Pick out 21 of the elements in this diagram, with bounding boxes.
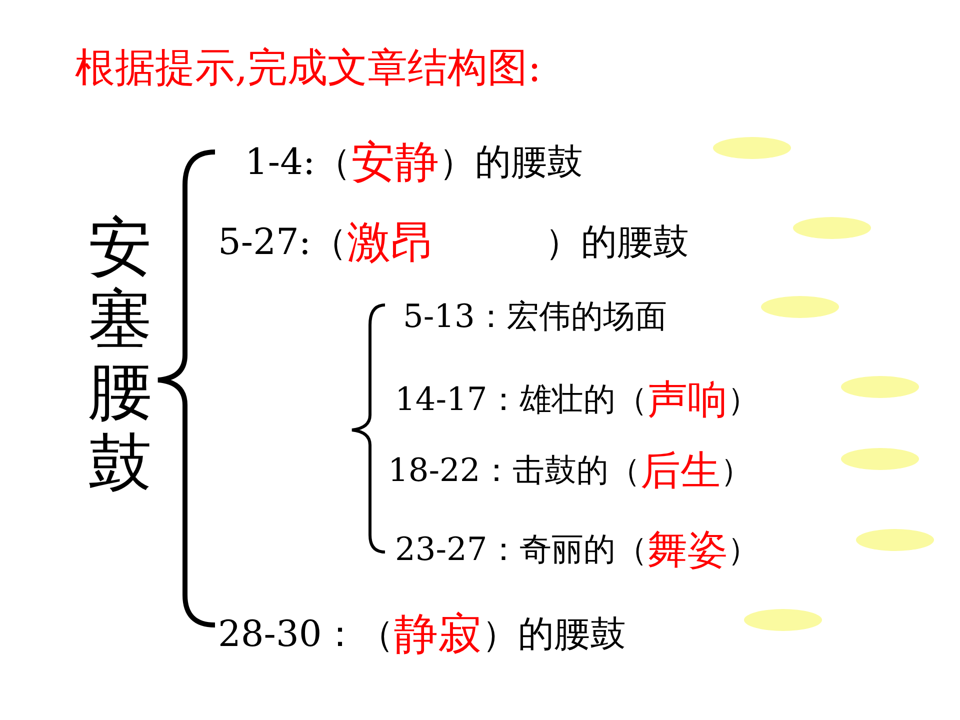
answer-text: 后生 (640, 447, 720, 496)
outline-text: ） (720, 450, 752, 490)
answer-text: 声响 (647, 376, 728, 425)
outline-text: 23-27：奇丽的（ (395, 528, 648, 570)
outline-text: 5-13：宏伟的场面 (403, 296, 667, 337)
outline-text: 5-27:（ (218, 221, 348, 265)
answer-text: 舞姿 (647, 526, 728, 575)
outline-text: 18-22：击鼓的（ (388, 450, 640, 490)
title: 根据提示,完成文章结构图: (75, 44, 542, 93)
heading: 安塞腰鼓 (88, 212, 152, 500)
answer-text: 静寂 (394, 608, 482, 662)
outline-text: ） (727, 378, 760, 420)
outline-text: ）的腰鼓 (439, 141, 584, 185)
outline-text: 14-17：雄壮的（ (395, 378, 648, 420)
outline-text: ）的腰鼓 (545, 221, 690, 265)
outline-text: ） (727, 528, 760, 570)
answer-text: 激昂 (347, 216, 436, 270)
outline-text: 1-4:（ (245, 141, 352, 185)
outline-text: ）的腰鼓 (482, 613, 626, 657)
answer-text: 安静 (351, 136, 440, 190)
outline-text: 28-30：（ (218, 613, 394, 657)
